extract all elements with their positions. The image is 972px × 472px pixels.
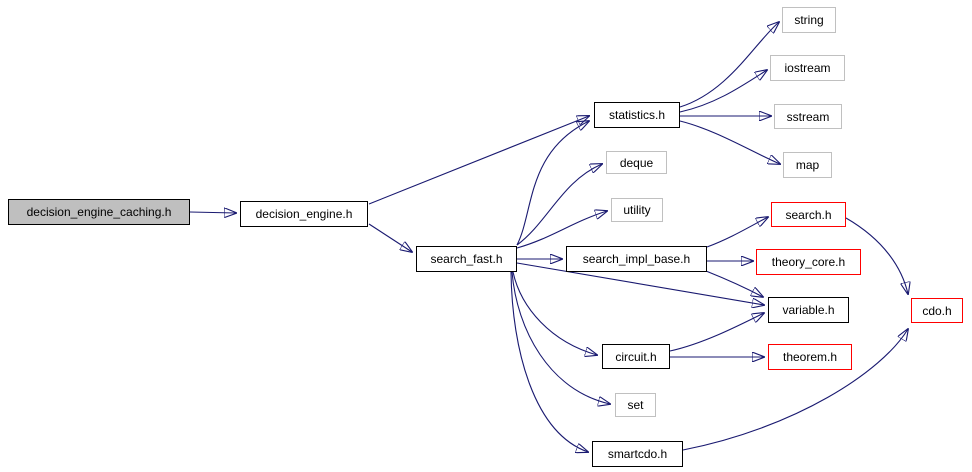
node-iostream[interactable]: iostream bbox=[770, 55, 845, 81]
node-theory-core[interactable]: theory_core.h bbox=[756, 249, 861, 275]
node-cdo[interactable]: cdo.h bbox=[911, 298, 963, 323]
node-circuit[interactable]: circuit.h bbox=[602, 344, 670, 369]
edge-statistics-to-iostream bbox=[679, 70, 767, 113]
node-set[interactable]: set bbox=[615, 393, 656, 417]
node-search[interactable]: search.h bbox=[771, 202, 846, 227]
node-variable[interactable]: variable.h bbox=[768, 297, 849, 323]
edge-decision-engine-to-search-fast bbox=[368, 223, 412, 252]
node-sstream[interactable]: sstream bbox=[774, 104, 842, 129]
node-statistics[interactable]: statistics.h bbox=[594, 102, 680, 128]
edge-smartcdo-to-cdo bbox=[682, 329, 908, 451]
edge-search-fast-to-deque bbox=[516, 164, 602, 246]
edge-search-fast-to-utility bbox=[516, 211, 607, 249]
node-utility[interactable]: utility bbox=[611, 198, 663, 222]
edge-search-to-cdo bbox=[845, 217, 908, 294]
node-smartcdo[interactable]: smartcdo.h bbox=[592, 441, 683, 467]
edge-statistics-to-string bbox=[679, 22, 779, 108]
node-deque[interactable]: deque bbox=[606, 151, 667, 174]
edge-search-fast-to-variable bbox=[516, 262, 764, 305]
edge-search-fast-to-statistics bbox=[516, 121, 589, 246]
node-string[interactable]: string bbox=[782, 7, 836, 33]
edge-statistics-to-map bbox=[679, 120, 780, 164]
edge-decision-engine-caching-to-decision-engine bbox=[189, 212, 236, 213]
node-theorem[interactable]: theorem.h bbox=[768, 344, 852, 370]
node-search-impl-base[interactable]: search_impl_base.h bbox=[566, 246, 707, 272]
node-decision-engine[interactable]: decision_engine.h bbox=[240, 201, 368, 227]
edge-circuit-to-variable bbox=[669, 313, 764, 352]
edge-search-impl-base-to-variable bbox=[705, 270, 763, 297]
node-decision-engine-caching[interactable]: decision_engine_caching.h bbox=[8, 199, 190, 225]
edge-search-fast-to-circuit bbox=[512, 271, 597, 355]
node-search-fast[interactable]: search_fast.h bbox=[416, 246, 517, 272]
edge-search-impl-base-to-search bbox=[706, 217, 768, 248]
node-map[interactable]: map bbox=[783, 152, 832, 178]
edge-decision-engine-to-statistics bbox=[368, 116, 589, 205]
edge-search-fast-to-set bbox=[511, 271, 610, 404]
edge-search-fast-to-smartcdo bbox=[510, 271, 588, 452]
